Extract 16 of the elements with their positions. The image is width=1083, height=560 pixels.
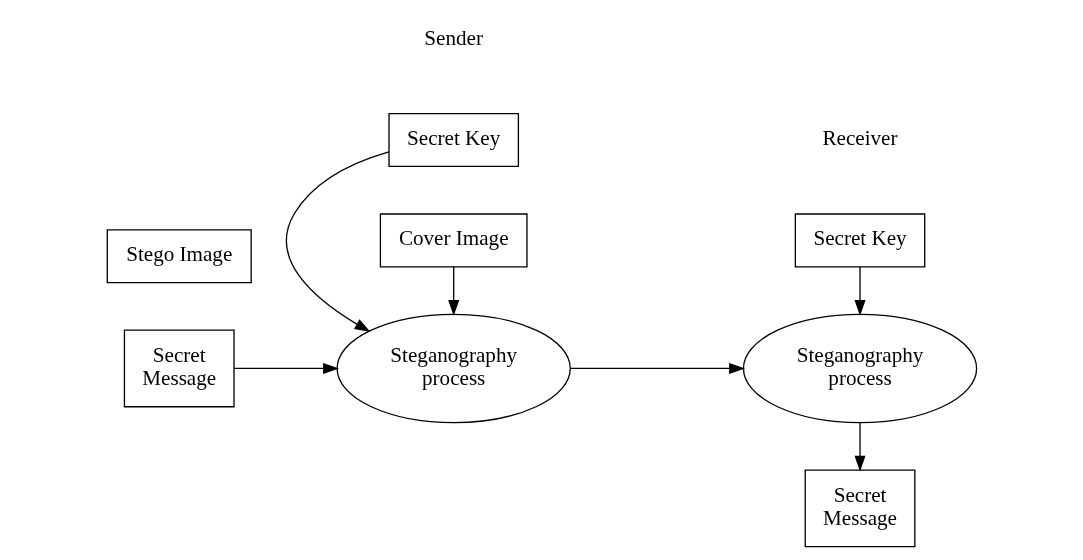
node-ellipse: Steganography process [742, 313, 977, 424]
label: Sender [423, 25, 483, 50]
label: Receiver [822, 126, 898, 151]
node-box: Secret Message [804, 469, 915, 548]
arrow [233, 362, 339, 374]
arrow [285, 151, 389, 332]
arrow [447, 266, 459, 316]
arrow [854, 266, 866, 316]
arrow [569, 362, 745, 374]
node-box: Secret Message [123, 329, 235, 408]
node-box: Stego Image [106, 229, 252, 284]
node-box: Secret Key [794, 213, 925, 268]
arrow [854, 422, 866, 472]
node-box: Secret Key [387, 113, 519, 168]
node-box: Cover Image [379, 213, 528, 268]
node-ellipse: Steganography process [336, 313, 571, 424]
